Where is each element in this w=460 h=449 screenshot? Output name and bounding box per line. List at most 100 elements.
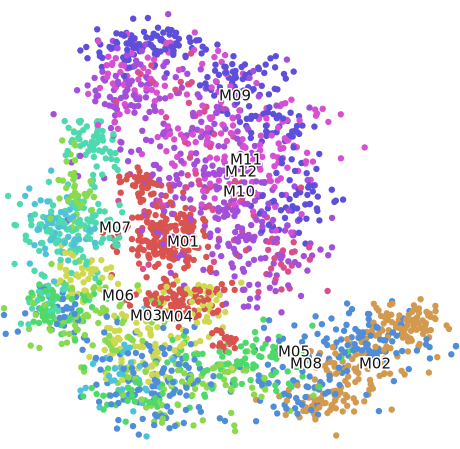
- point-m09: [94, 26, 101, 33]
- point-m05: [103, 295, 110, 303]
- point-m02: [352, 399, 359, 406]
- point-m06: [119, 209, 126, 216]
- point-m06: [45, 178, 53, 186]
- point-m07: [34, 226, 41, 234]
- point-m09: [124, 46, 131, 53]
- point-m11: [271, 183, 278, 191]
- point-m04: [209, 365, 217, 372]
- point-m02: [409, 308, 416, 315]
- point-m11: [158, 108, 165, 116]
- point-m06: [72, 259, 79, 266]
- point-m09: [314, 207, 321, 215]
- point-m01: [182, 204, 189, 212]
- point-m11: [117, 68, 124, 76]
- point-m09: [278, 191, 286, 199]
- point-m07: [37, 197, 44, 204]
- point-m08: [187, 341, 195, 348]
- point-m08: [106, 355, 114, 363]
- point-m10: [142, 41, 149, 48]
- point-m03: [195, 307, 202, 314]
- point-m10: [215, 142, 222, 150]
- point-m02: [323, 366, 330, 373]
- point-m09: [271, 64, 279, 71]
- point-m11: [275, 124, 282, 131]
- point-m09: [260, 110, 268, 117]
- point-m08: [160, 324, 167, 331]
- point-m10: [222, 300, 230, 307]
- point-m12: [190, 206, 197, 213]
- point-m09: [160, 29, 167, 36]
- point-m10: [118, 139, 125, 146]
- point-m04: [25, 325, 33, 333]
- point-m12: [267, 265, 275, 272]
- point-m12: [139, 265, 147, 273]
- cluster-label-m04: M04: [161, 308, 193, 326]
- point-m04: [32, 311, 39, 319]
- point-m05: [88, 384, 96, 392]
- point-m04: [97, 309, 104, 317]
- point-m04: [71, 183, 78, 191]
- point-m09: [270, 197, 277, 205]
- point-m05: [241, 355, 249, 362]
- point-m09: [113, 40, 121, 47]
- point-m01: [232, 335, 239, 343]
- point-m10: [278, 309, 285, 316]
- point-m10: [171, 182, 178, 189]
- point-m05: [77, 307, 84, 314]
- point-m07: [48, 167, 55, 174]
- point-m07: [76, 236, 83, 243]
- point-m02: [327, 358, 334, 366]
- point-m05: [101, 286, 109, 294]
- point-m03: [183, 285, 191, 293]
- point-m04: [71, 142, 79, 149]
- point-m05: [132, 379, 139, 386]
- point-m08: [185, 364, 192, 371]
- point-m08: [79, 346, 86, 353]
- point-m09: [274, 86, 281, 93]
- point-m10: [117, 94, 125, 102]
- point-m03: [160, 288, 167, 296]
- point-m07: [130, 408, 137, 415]
- point-m11: [280, 144, 287, 152]
- point-m06: [113, 226, 121, 233]
- point-m05: [238, 380, 246, 388]
- point-m07: [122, 345, 130, 352]
- point-m09: [120, 32, 128, 39]
- point-m10: [234, 135, 241, 142]
- point-m06: [99, 137, 107, 144]
- point-m05: [131, 398, 139, 405]
- point-m10: [265, 200, 272, 207]
- point-m04: [125, 374, 132, 381]
- point-m11: [298, 211, 305, 218]
- point-m04: [56, 195, 63, 202]
- point-m09: [316, 217, 323, 224]
- point-m03: [171, 347, 178, 354]
- point-m01: [134, 252, 141, 259]
- point-m05: [249, 342, 257, 350]
- point-m03: [216, 291, 223, 298]
- point-m04: [249, 384, 256, 391]
- point-m10: [237, 150, 244, 157]
- point-m12: [272, 276, 279, 283]
- point-m08: [168, 367, 175, 374]
- point-m10: [254, 294, 261, 301]
- point-m08: [210, 373, 217, 380]
- point-m09: [150, 30, 157, 37]
- point-m10: [139, 127, 146, 134]
- point-m01: [209, 342, 216, 349]
- point-m11: [206, 154, 214, 161]
- point-m09: [77, 47, 84, 54]
- point-m07: [86, 226, 94, 234]
- point-m09: [245, 84, 252, 91]
- point-m06: [83, 258, 91, 265]
- point-m01: [124, 297, 132, 304]
- point-m03: [99, 274, 106, 281]
- point-m08: [197, 408, 204, 415]
- point-m02: [425, 312, 432, 319]
- point-m01: [150, 180, 158, 187]
- point-m02: [282, 411, 289, 419]
- point-m08: [302, 393, 309, 401]
- point-m12: [137, 70, 144, 78]
- point-m06: [61, 220, 68, 227]
- point-m02: [344, 393, 351, 401]
